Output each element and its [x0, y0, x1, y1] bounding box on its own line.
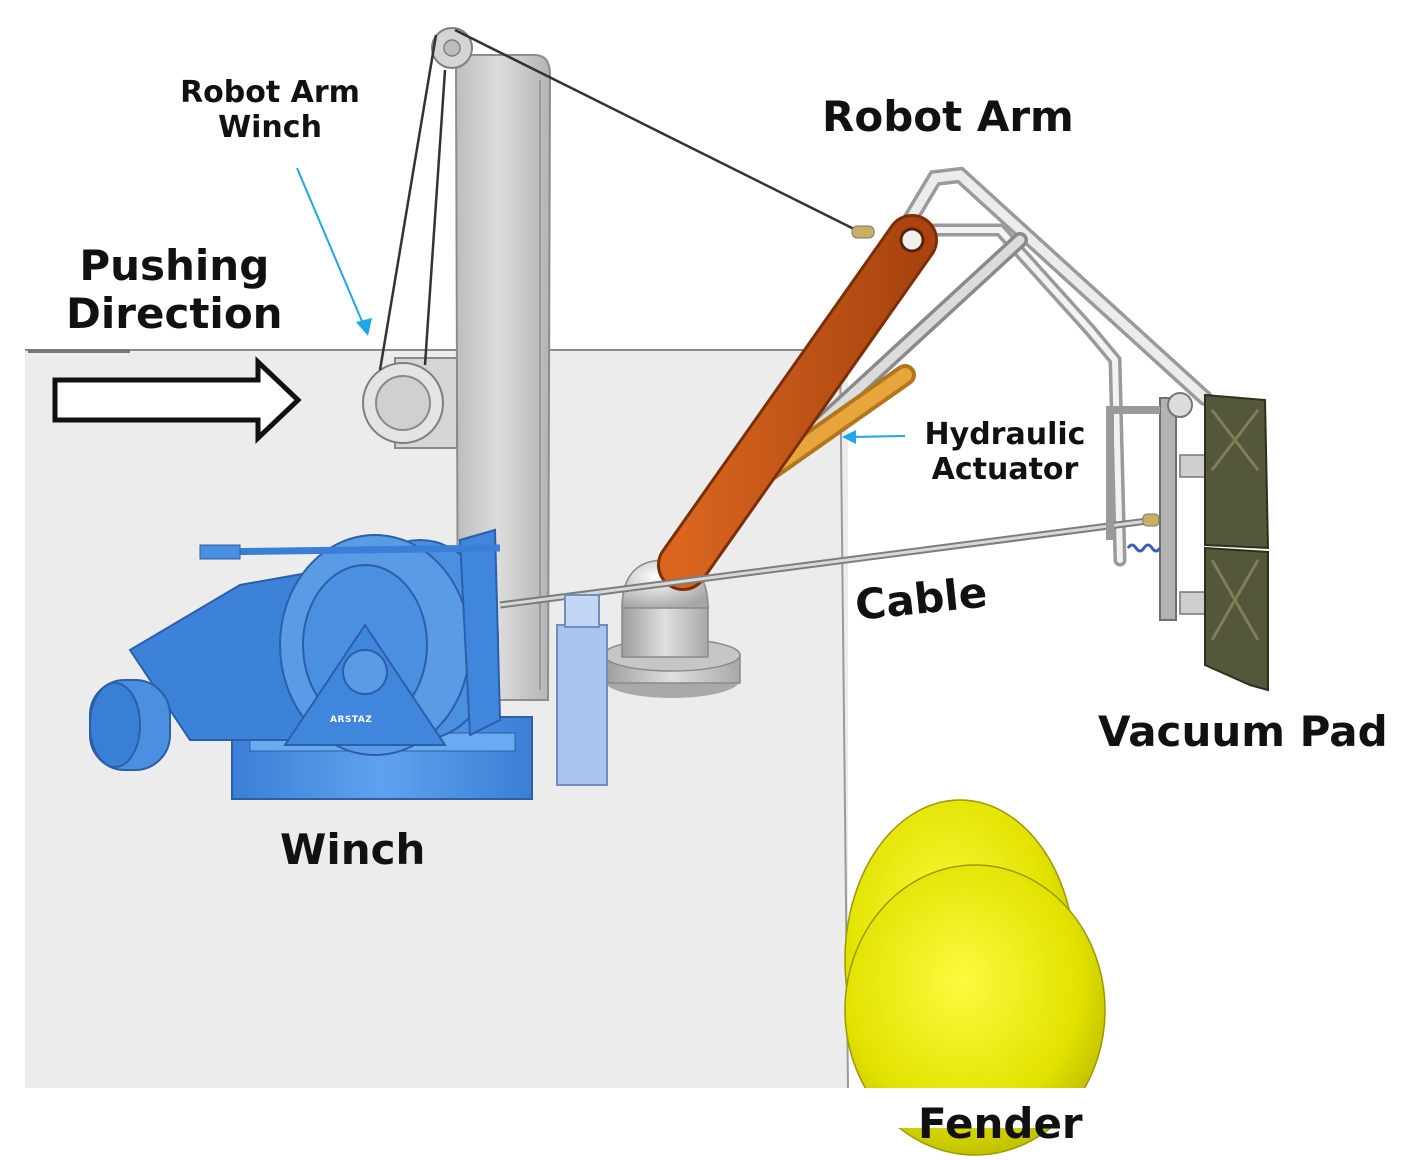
label-fender: Fender	[918, 1099, 1083, 1148]
fender	[844, 799, 1108, 1156]
top-sheave	[431, 27, 473, 69]
label-vacuum-pad: Vacuum Pad	[1098, 707, 1388, 756]
label-hydraulic-actuator: Hydraulic Actuator	[910, 417, 1100, 487]
pushing-direction-arrow	[52, 356, 302, 444]
label-robot-arm-winch: Robot Arm Winch	[170, 75, 370, 145]
robot-arm-winch-drum	[362, 357, 458, 449]
label-robot-arm: Robot Arm	[822, 92, 1074, 141]
label-robot-arm-winch-line1: Robot Arm	[180, 75, 360, 110]
label-robot-arm-winch-line2: Winch	[218, 109, 322, 145]
cable-fairlead	[556, 594, 608, 786]
callout-arrow-robot-arm-winch	[296, 167, 372, 336]
cable-shackle-top	[851, 225, 875, 239]
label-pushing-direction: Pushing Direction	[66, 241, 283, 339]
winch	[89, 528, 533, 800]
main-arm-boom	[657, 214, 938, 591]
label-pushing-direction-line1: Pushing	[79, 241, 270, 290]
callout-arrow-hydraulic-actuator	[842, 430, 906, 444]
label-winch: Winch	[280, 825, 426, 874]
vacuum-pad	[1204, 393, 1270, 692]
label-hydraulic-actuator-line1: Hydraulic	[924, 417, 1086, 452]
upper-arm-frame	[897, 166, 1213, 567]
winch-emblem: ARSTAZ	[330, 715, 372, 725]
arm-winch-cable	[378, 28, 861, 371]
main-cable	[499, 516, 1156, 609]
label-hydraulic-actuator-line2: Actuator	[931, 451, 1079, 487]
label-pushing-direction-line2: Direction	[66, 289, 283, 339]
